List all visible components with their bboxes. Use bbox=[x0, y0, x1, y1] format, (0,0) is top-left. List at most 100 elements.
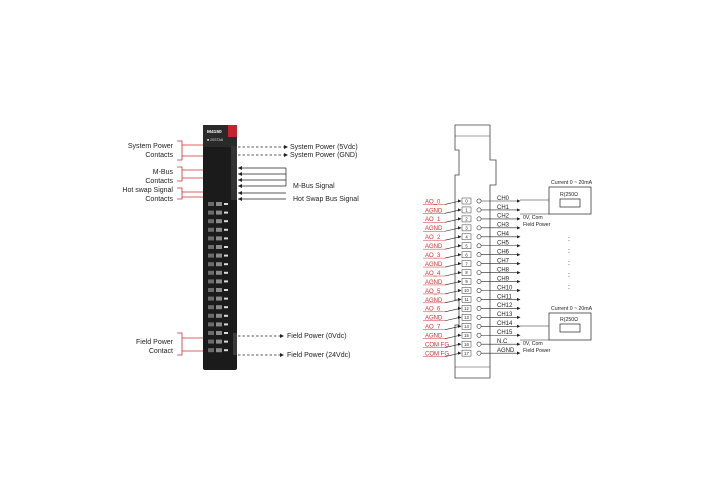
wiring-left-arrow bbox=[458, 306, 462, 310]
terminal-number: 1 bbox=[465, 208, 468, 213]
terminal-slot bbox=[216, 262, 222, 267]
field-power-24v-label: Field Power (24Vdc) bbox=[287, 352, 350, 359]
wiring-left-label: AGND bbox=[425, 280, 443, 286]
wiring-left-arrow bbox=[458, 244, 462, 248]
module-sub-label: ■ 20STA8 bbox=[207, 138, 223, 142]
terminal-led bbox=[224, 297, 228, 300]
wiring-left-label: AO_7 bbox=[425, 325, 441, 331]
wiring-right-label: CH7 bbox=[497, 258, 510, 264]
wiring-left-lead bbox=[444, 209, 461, 214]
svg-text::: : bbox=[568, 272, 570, 279]
right-callouts bbox=[238, 146, 287, 356]
terminal-led bbox=[224, 332, 228, 334]
wiring-right-label: CH13 bbox=[497, 312, 513, 318]
wiring-left-label: COM FG bbox=[425, 351, 449, 357]
wiring-right-label: CH6 bbox=[497, 250, 510, 256]
svg-text::: : bbox=[568, 260, 570, 267]
wiring-left-arrow bbox=[458, 253, 462, 257]
terminal-number: 6 bbox=[465, 252, 468, 257]
terminal-screw-icon bbox=[476, 332, 482, 338]
arrow-heads bbox=[238, 145, 288, 357]
wiring-right-arrow bbox=[517, 315, 521, 319]
terminal-slot bbox=[216, 270, 222, 275]
terminal-screw-icon bbox=[476, 350, 482, 356]
wiring-left-lead bbox=[444, 326, 461, 330]
wiring-left-lead bbox=[444, 227, 461, 232]
terminal-slot bbox=[208, 253, 214, 258]
svg-text::: : bbox=[568, 248, 570, 255]
terminal-screw-icon bbox=[476, 305, 482, 311]
io-module: M4150 ■ 20STA8 bbox=[203, 125, 237, 370]
terminal-number: 5 bbox=[465, 243, 468, 248]
terminal-slots bbox=[208, 202, 228, 353]
wiring-left-label: AO_3 bbox=[425, 253, 441, 259]
sys-power-5v-label: System Power (5Vdc) bbox=[290, 144, 358, 151]
terminal-slot bbox=[216, 245, 222, 249]
wiring-left-label: AGND bbox=[425, 298, 443, 304]
terminal-number-box bbox=[461, 305, 472, 312]
wiring-right-label: CH0 bbox=[497, 196, 510, 202]
wiring-right-arrow bbox=[517, 324, 521, 328]
wiring-row: AO_0 0 CH0 bbox=[423, 196, 521, 205]
wiring-left-label: AGND bbox=[425, 226, 443, 232]
terminal-number-box bbox=[461, 233, 472, 241]
ellipsis-dots: : : : : : bbox=[568, 236, 570, 291]
wiring-left-lead bbox=[444, 218, 461, 223]
wiring-right-arrow bbox=[517, 279, 521, 284]
terminal-slot bbox=[216, 296, 222, 301]
terminal-slot bbox=[216, 219, 222, 224]
terminal-led bbox=[224, 211, 228, 214]
wiring-right-label: AGND bbox=[497, 348, 515, 354]
wiring-left-label: AGND bbox=[425, 316, 443, 322]
wiring-right-label: CH4 bbox=[497, 232, 510, 238]
wiring-right-label: CH11 bbox=[497, 294, 513, 300]
terminal-slot bbox=[208, 270, 214, 275]
terminal-slot bbox=[216, 236, 222, 241]
terminal-number: 0 bbox=[465, 199, 468, 204]
terminal-number: 7 bbox=[465, 261, 468, 266]
wiring-right-arrow bbox=[517, 351, 521, 355]
mbus-label-l1: M-Bus bbox=[153, 169, 174, 176]
terminal-number-box bbox=[461, 323, 472, 330]
terminal-screw-icon bbox=[476, 261, 482, 267]
terminal-screw-icon bbox=[476, 297, 482, 302]
left-callouts bbox=[177, 140, 203, 356]
terminal-number-box bbox=[461, 287, 472, 294]
wiring-left-label: AO_6 bbox=[425, 307, 441, 313]
terminal-screw-icon bbox=[476, 270, 482, 275]
terminal-slot bbox=[216, 279, 222, 284]
module-outline bbox=[454, 124, 497, 379]
wiring-left-lead bbox=[444, 263, 461, 268]
wiring-left-lead bbox=[444, 281, 461, 286]
contact-strip bbox=[231, 146, 237, 200]
terminal-number-box bbox=[461, 269, 472, 276]
current-box-bottom-resistor: R(250Ω bbox=[560, 317, 578, 323]
wiring-right-label: CH3 bbox=[497, 223, 510, 229]
terminal-screw-icon bbox=[476, 252, 482, 258]
current-box-top-note2: Field Power bbox=[523, 222, 551, 228]
wiring-left-arrow bbox=[458, 217, 462, 221]
terminal-slot bbox=[216, 322, 222, 327]
wiring-right-arrow bbox=[517, 288, 521, 293]
terminal-slot bbox=[208, 219, 214, 224]
wiring-left-label: AGND bbox=[425, 244, 443, 250]
terminal-number-box bbox=[461, 340, 472, 348]
wiring-left-lead bbox=[444, 245, 461, 250]
wiring-left-label: AGND bbox=[425, 262, 443, 268]
wiring-left-label: AO_0 bbox=[425, 199, 441, 205]
terminal-led bbox=[224, 237, 228, 240]
module-model-label: M4150 bbox=[207, 129, 222, 135]
wiring-left-lead bbox=[444, 272, 461, 277]
wiring-left-label: AGND bbox=[425, 208, 443, 214]
terminal-number: 11 bbox=[464, 297, 469, 302]
wiring-left-arrow bbox=[458, 235, 462, 239]
terminal-slot bbox=[216, 288, 222, 292]
wiring-right-label: CH15 bbox=[497, 330, 513, 336]
current-box-bottom-note1: 0V, Com bbox=[523, 341, 543, 347]
wiring-right-label: CH8 bbox=[497, 267, 510, 273]
